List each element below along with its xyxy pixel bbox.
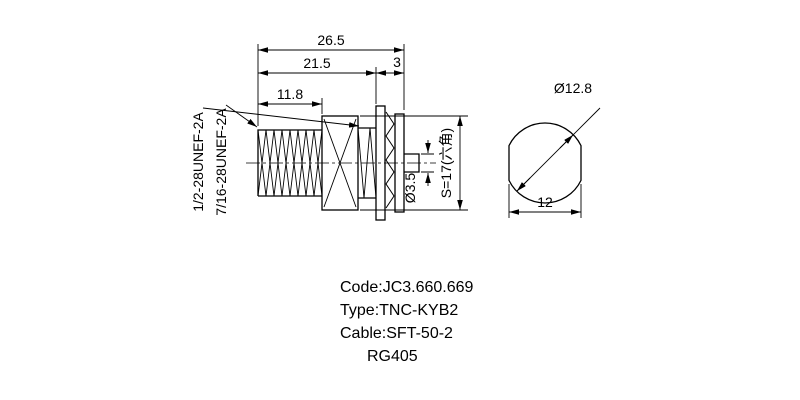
clamp-nut [394,113,405,213]
side-view [246,105,436,221]
dim-nut-stack-value: 3 [393,54,401,70]
hex-chamfer-cross [323,118,357,208]
thread-hatch-b [257,129,323,197]
note-type: Type:TNC-KYB2 [340,302,458,319]
diameter-leader-line [516,107,601,192]
mounting-thread-section [357,127,377,199]
leader-mount-thread [202,107,360,128]
mounting-thread-outline [358,127,376,199]
dimension-lines [202,44,582,218]
thread-hatch-a [257,129,323,197]
dim-diameter-value: Ø12.8 [554,80,592,96]
dim-across-flats-value: 12 [537,194,553,210]
label-coupling-thread: 7/16-28UNEF-2A [213,108,229,216]
center-pin [404,153,420,173]
note-cable: Cable:SFT-50-2 [340,325,453,342]
dim-body-length-value: 21.5 [303,55,330,71]
end-view [508,107,601,204]
dim-thread-length-value: 11.8 [277,86,303,102]
note-cable-alt: RG405 [367,348,418,365]
label-mount-thread: 1/2-28UNEF-2A [190,112,206,212]
note-code: Code:JC3.660.669 [340,279,474,296]
notes-block: Code:JC3.660.669 Type:TNC-KYB2 Cable:SFT… [340,279,474,365]
dimension-labels: 26.5 21.5 3 11.8 Ø3.5 S=17(六角) 1/2-28UNE… [190,32,592,216]
dim-pin-diameter-value: Ø3.5 [402,173,418,204]
leader-coupling-thread [225,104,258,128]
hex-outline [321,115,359,211]
coupling-thread-section [257,129,323,197]
dim-hex-value: S=17(六角) [438,128,454,198]
lock-washer-serration [385,111,395,209]
diameter-arrow-bottom [516,177,531,192]
hex-body [321,115,359,211]
dim-total-length-value: 26.5 [317,32,344,48]
mounting-thread-hatch [357,127,377,199]
flange-plate [375,105,386,221]
end-view-outline [508,122,582,204]
diameter-arrow-top [559,134,574,149]
extension-lines [257,44,582,218]
